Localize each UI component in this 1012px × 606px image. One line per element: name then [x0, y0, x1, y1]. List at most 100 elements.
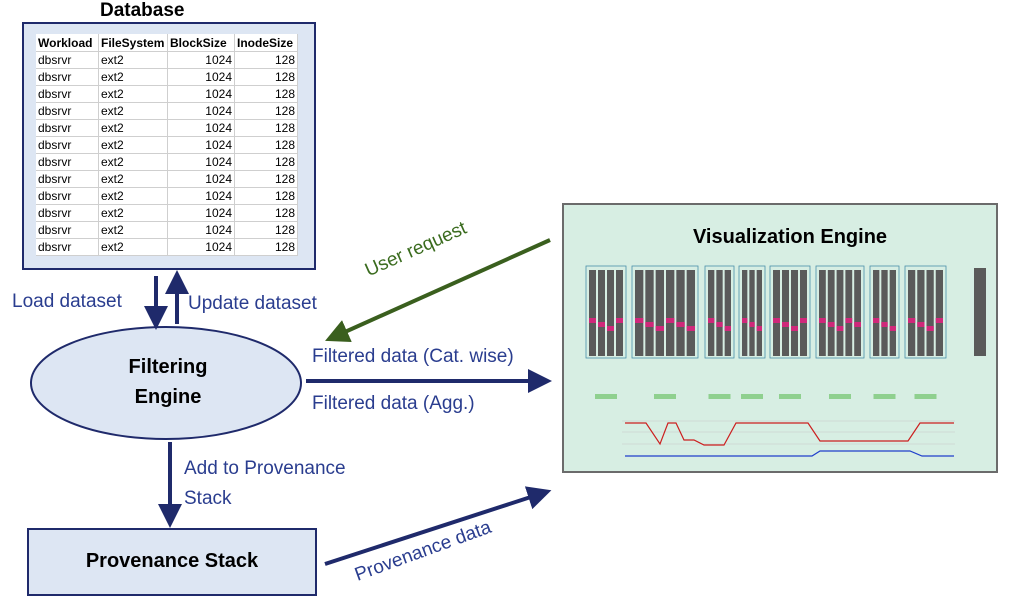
table-cell: ext2 — [98, 238, 168, 256]
table-cell: dbsrvr — [36, 170, 99, 188]
table-cell: ext2 — [98, 136, 168, 154]
filtered-cat-label: Filtered data (Cat. wise) — [312, 346, 514, 367]
thumbnail-bar — [749, 270, 755, 356]
thumbnail-bar — [791, 270, 798, 356]
database-title: Database — [100, 0, 185, 21]
thumbnail-bar — [889, 270, 896, 356]
table-cell: 128 — [234, 85, 298, 103]
thumbnail-bar — [742, 270, 748, 356]
thumbnail-bar — [836, 270, 844, 356]
provenance-stack-box — [27, 528, 317, 596]
provenance-data-arrow — [324, 486, 552, 566]
table-cell: 1024 — [167, 187, 235, 205]
table-cell: dbsrvr — [36, 187, 99, 205]
table-cell: 128 — [234, 136, 298, 154]
table-cell: ext2 — [98, 187, 168, 205]
update-dataset-label: Update dataset — [188, 293, 317, 314]
thumbnail-group-tag — [829, 394, 851, 399]
thumbnail-bar — [655, 270, 664, 356]
thumbnail-group-tag — [595, 394, 617, 399]
table-cell: 128 — [234, 119, 298, 137]
thumbnail-bar-mark — [655, 326, 664, 331]
thumbnail-line-chart — [622, 420, 955, 457]
table-cell: dbsrvr — [36, 136, 99, 154]
table-cell: 1024 — [167, 102, 235, 120]
table-cell: dbsrvr — [36, 119, 99, 137]
thumbnail-group-frame — [585, 265, 627, 359]
table-cell: dbsrvr — [36, 68, 99, 86]
thumbnail-bar — [666, 270, 675, 356]
thumbnail-group-tag — [914, 394, 937, 399]
thumbnail-bar — [935, 270, 943, 356]
thumbnail-bar-mark — [686, 326, 695, 331]
table-cell: 128 — [234, 170, 298, 188]
thumbnail-bar-mark — [791, 326, 798, 331]
table-cell: dbsrvr — [36, 51, 99, 69]
thumbnail-bar-mark — [676, 322, 685, 327]
table-cell: 1024 — [167, 153, 235, 171]
thumbnail-group-frame — [631, 265, 699, 359]
thumbnail-bar-mark — [749, 322, 755, 327]
filtering-engine-line2: Engine — [134, 386, 202, 408]
filtering-engine-line1: Filtering — [128, 356, 208, 378]
thumbnail-group-frame — [815, 265, 865, 359]
thumbnail-bar-mark — [881, 322, 888, 327]
thumbnail-bar-mark — [800, 318, 807, 323]
table-cell: 128 — [234, 187, 298, 205]
thumbnail-bar-mark — [935, 318, 943, 323]
table-cell: ext2 — [98, 221, 168, 239]
thumbnail-group-frame — [904, 265, 947, 359]
table-cell: dbsrvr — [36, 204, 99, 222]
filtering-engine-label: Filtering Engine — [88, 352, 248, 412]
thumbnail-bar-mark — [845, 318, 853, 323]
table-cell: 1024 — [167, 85, 235, 103]
thumbnail-bar-mark — [917, 322, 925, 327]
thumbnail-bar — [908, 270, 916, 356]
filtered-agg-label: Filtered data (Agg.) — [312, 393, 475, 414]
thumbnail-bar — [845, 270, 853, 356]
table-cell: 128 — [234, 204, 298, 222]
table-cell: 128 — [234, 68, 298, 86]
provenance-stack-title: Provenance Stack — [85, 550, 259, 572]
table-cell: ext2 — [98, 68, 168, 86]
table-header-cell: InodeSize — [234, 34, 298, 52]
table-cell: 128 — [234, 153, 298, 171]
table-cell: ext2 — [98, 153, 168, 171]
thumbnail-bar-mark — [742, 318, 748, 323]
thumbnail-group-tag — [779, 394, 801, 399]
thumbnail-bar — [756, 270, 762, 356]
thumbnail-group-tag — [708, 394, 731, 399]
thumbnail-bar — [782, 270, 789, 356]
thumbnail-bar-mark — [616, 318, 623, 323]
thumbnail-group-frame — [738, 265, 766, 359]
thumbnail-bar — [854, 270, 861, 356]
table-header-cell: Workload — [36, 34, 99, 52]
table-cell: 1024 — [167, 51, 235, 69]
table-cell: 1024 — [167, 136, 235, 154]
thumbnail-bar-mark — [854, 322, 861, 327]
table-header-cell: BlockSize — [167, 34, 235, 52]
thumbnail-bar — [708, 270, 715, 356]
table-cell: dbsrvr — [36, 102, 99, 120]
thumbnail-bar — [676, 270, 685, 356]
table-header-cell: FileSystem — [98, 34, 168, 52]
table-cell: 1024 — [167, 68, 235, 86]
thumbnail-bar — [773, 270, 780, 356]
table-cell: 1024 — [167, 170, 235, 188]
thumbnail-bar-mark — [645, 322, 654, 327]
user-request-arrow — [325, 238, 551, 343]
thumbnail-bar-mark — [819, 318, 826, 323]
thumbnail-bar — [819, 270, 826, 356]
thumbnail-bar — [724, 270, 731, 356]
table-cell: ext2 — [98, 102, 168, 120]
